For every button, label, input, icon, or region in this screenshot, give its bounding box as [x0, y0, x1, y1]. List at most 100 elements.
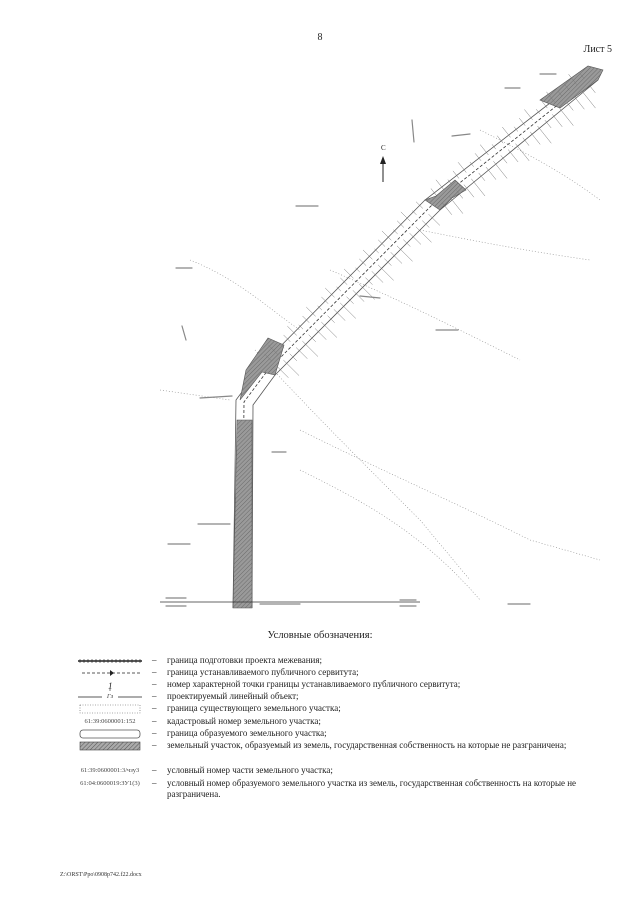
survey-tick [279, 343, 285, 349]
legend-text: условный номер части земельного участка; [167, 765, 333, 775]
survey-tick [374, 248, 379, 254]
legend-text: граница существующего земельного участка… [167, 703, 341, 713]
survey-tick [449, 196, 464, 214]
legend-symbol-part-code: 61:39:0600001:3/чзу3 [70, 765, 150, 777]
survey-tick [412, 210, 417, 216]
legend-dash: – [152, 728, 157, 738]
survey-tick [327, 315, 335, 323]
legend-dash: – [152, 679, 157, 689]
survey-tick [447, 179, 452, 185]
survey-tick [371, 271, 384, 283]
survey-tick [359, 258, 367, 266]
survey-tick [515, 143, 530, 161]
survey-tick [581, 90, 596, 109]
legend-text: граница подготовки проекта межевания; [167, 655, 323, 665]
survey-tick [428, 213, 441, 226]
survey-tick [396, 220, 405, 228]
survey-tick [588, 84, 596, 93]
survey-tick [415, 201, 424, 209]
survey-tick [325, 287, 335, 298]
survey-tick [308, 334, 316, 342]
survey-tick [479, 144, 489, 156]
survey-tick [314, 328, 327, 340]
survey-tick [283, 334, 291, 342]
survey-tick [430, 188, 438, 197]
survey-tick [524, 109, 533, 120]
survey-tick [352, 290, 365, 302]
survey-tick [276, 366, 289, 378]
legend-dash: – [152, 716, 157, 726]
survey-tick [566, 102, 574, 111]
legend-symbol-hatched-box [70, 740, 150, 752]
survey-tick [340, 302, 357, 319]
survey-tick [485, 166, 497, 180]
survey-tick [530, 131, 541, 145]
survey-tick [384, 258, 392, 266]
survey-tick [541, 100, 548, 109]
footer-file-path: Z:\ORST\Ppo\0908p742.f22.docx [60, 872, 142, 878]
legend-symbol-dash-line-arrow [70, 667, 150, 679]
legend-symbol-rounded-box [70, 728, 150, 740]
survey-tick [298, 324, 304, 330]
survey-tick [537, 125, 552, 144]
survey-tick [456, 190, 464, 199]
survey-tick [544, 120, 552, 129]
survey-tick [474, 153, 482, 161]
legend-symbol-text: 61:04:0600019:ЗУ1(3) [80, 780, 140, 787]
survey-tick [502, 126, 511, 138]
survey-tick [435, 179, 445, 191]
svg-text:1: 1 [108, 681, 113, 691]
survey-tick [317, 305, 323, 311]
survey-tick [333, 309, 346, 321]
legend-text: кадастровый номер земельного участка; [167, 716, 321, 726]
survey-tick [558, 91, 563, 97]
survey-tick [496, 135, 504, 144]
survey-tick [457, 162, 467, 173]
survey-tick [400, 211, 411, 222]
survey-tick [409, 233, 422, 245]
survey-tick [491, 144, 496, 150]
survey-ticks [264, 73, 596, 378]
legend-dash: – [152, 765, 157, 775]
legend-symbol-point-number: 1 [70, 679, 150, 691]
legend-symbol-text: 61:39:0600001:3/чзу3 [80, 767, 140, 774]
survey-tick [574, 96, 585, 110]
survey-tick [365, 277, 373, 285]
survey-tick [469, 161, 474, 167]
survey-tick [321, 321, 338, 338]
survey-tick [340, 277, 348, 285]
survey-tick [552, 114, 563, 127]
legend-dash: – [152, 691, 157, 701]
survey-tick [559, 108, 574, 126]
survey-tick [463, 184, 475, 198]
survey-tick [563, 82, 570, 91]
legend-symbol-text: 61:39:0600001:152 [84, 718, 136, 725]
survey-tick [321, 296, 329, 304]
legend-symbol-new-code: 61:04:0600019:ЗУ1(3) [70, 778, 150, 790]
cadastral-map: С [159, 65, 604, 609]
survey-tick [302, 340, 319, 357]
legend-dash: – [152, 667, 157, 677]
north-label: С [381, 144, 386, 152]
north-arrow: С [380, 144, 386, 182]
existing-parcel-boundaries [159, 129, 601, 601]
survey-tick [396, 245, 413, 262]
survey-tick [519, 117, 526, 126]
survey-tick [287, 325, 297, 336]
legend-text: граница устанавливаемого публичного серв… [167, 667, 359, 677]
survey-tick [355, 267, 360, 273]
survey-tick [507, 149, 519, 163]
legend-text: граница образуемого земельного участка; [167, 728, 327, 738]
page-number: 8 [317, 32, 323, 43]
survey-tick [452, 170, 460, 179]
survey-tick [441, 202, 453, 215]
legend-symbol-solid-line-ticks [70, 655, 150, 667]
legend-symbol-dotted-box [70, 703, 150, 715]
survey-tick [393, 229, 398, 235]
legend-dash: – [152, 655, 157, 665]
survey-tick [415, 226, 432, 243]
survey-tick [264, 353, 272, 362]
survey-tick [403, 239, 411, 247]
map-label-marks [165, 73, 557, 607]
legend-text: условный номер образуемого земельного уч… [167, 778, 577, 799]
